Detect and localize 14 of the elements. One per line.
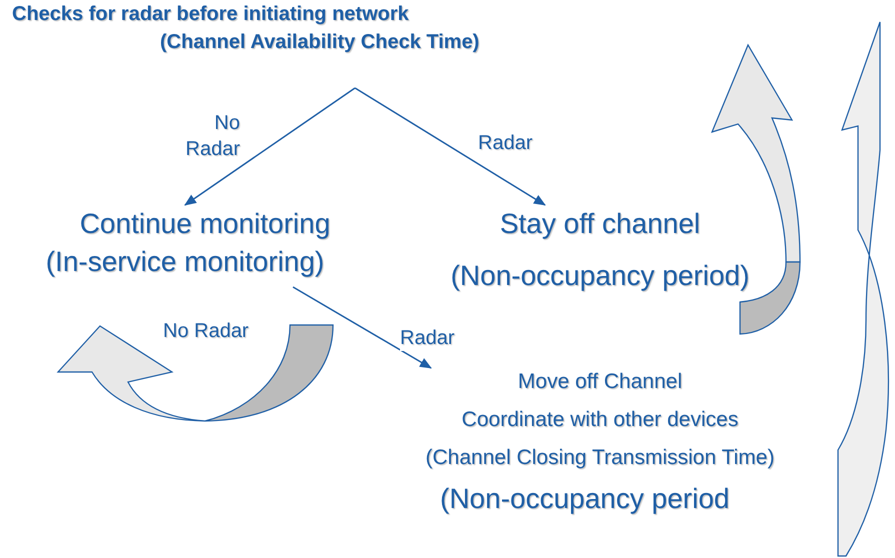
state-text: Move off Channel bbox=[518, 369, 682, 395]
state-text: (In-service monitoring) bbox=[46, 245, 324, 279]
loop-label: No Radar bbox=[163, 319, 249, 344]
state-text: Continue monitoring bbox=[78, 207, 330, 241]
state-text: Coordinate with other devices bbox=[462, 407, 738, 433]
arrow bbox=[184, 87, 356, 206]
state-text: Stay off channel bbox=[500, 207, 700, 241]
state-text: (Non-occupancy period) bbox=[450, 259, 750, 293]
heading-text: (Channel Availability Check Time) bbox=[159, 30, 480, 55]
arrow bbox=[354, 87, 546, 206]
heading-text: Checks for radar before initiating network bbox=[11, 2, 409, 27]
state-text: (Non-occupancy period bbox=[439, 482, 730, 516]
state-text: (Channel Closing Transmission Time) bbox=[426, 445, 774, 471]
arrow bbox=[292, 286, 432, 369]
